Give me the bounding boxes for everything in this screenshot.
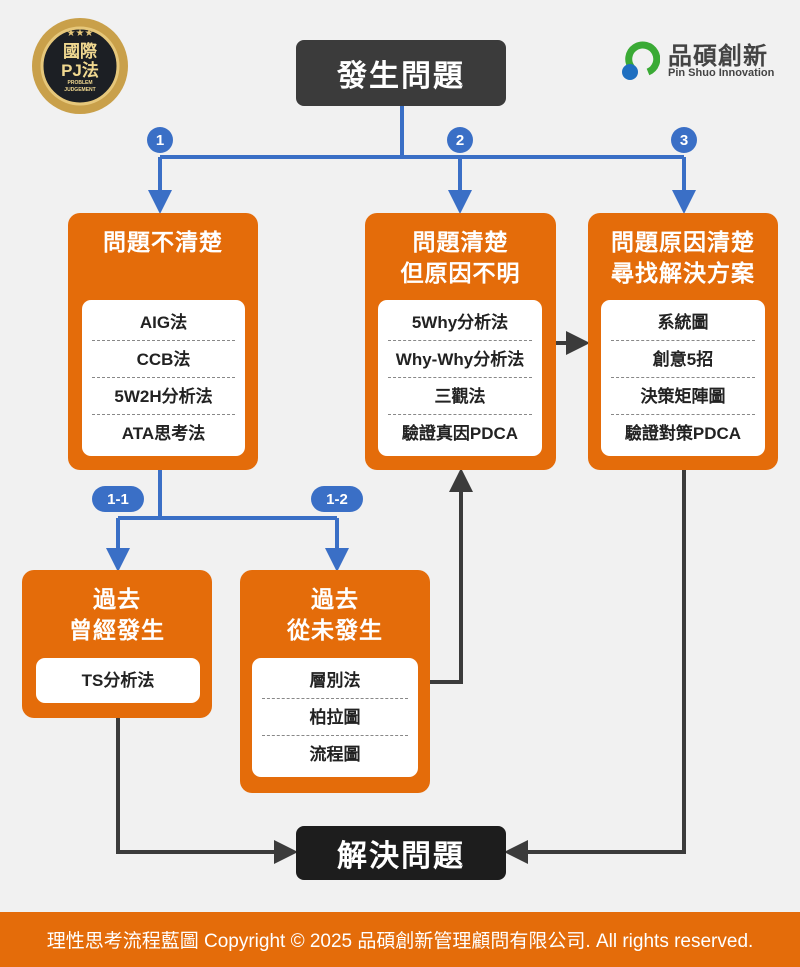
method-item: 5Why分析法	[388, 304, 532, 341]
method-list: TS分析法	[36, 658, 200, 703]
badge-sub: PROBLEM JUDGEMENT	[64, 80, 96, 93]
method-item: 柏拉圖	[262, 699, 408, 736]
logo-mark-icon	[622, 41, 660, 80]
box-cause-clear: 問題原因清楚尋找解決方案 系統圖創意5招決策矩陣圖驗證對策PDCA	[588, 213, 778, 470]
box-title: 從未發生	[287, 617, 383, 643]
method-item: 層別法	[262, 662, 408, 699]
method-item: Why-Why分析法	[388, 341, 532, 378]
method-item: 驗證對策PDCA	[624, 424, 742, 443]
company-logo: 品碩創新 Pin Shuo Innovation	[620, 36, 790, 84]
method-item: 系統圖	[611, 304, 755, 341]
start-box: 發生問題	[296, 40, 506, 106]
method-item: ATA思考法	[121, 424, 206, 443]
method-item: TS分析法	[81, 671, 155, 690]
box-title: 但原因不明	[400, 260, 521, 286]
footer: 理性思考流程藍圖 Copyright © 2025 品碩創新管理顧問有限公司. …	[0, 912, 800, 967]
method-list: 層別法柏拉圖流程圖	[252, 658, 418, 777]
method-item: CCB法	[92, 341, 235, 378]
box-title: 曾經發生	[69, 617, 165, 643]
method-item: 三觀法	[388, 378, 532, 415]
box-never-happened: 過去從未發生 層別法柏拉圖流程圖	[240, 570, 430, 793]
badge-line2: PJ法	[61, 61, 99, 80]
method-item: 5W2H分析法	[92, 378, 235, 415]
box-title: 問題原因清楚	[611, 229, 755, 255]
method-item: 決策矩陣圖	[611, 378, 755, 415]
box-happened-before: 過去曾經發生 TS分析法	[22, 570, 212, 718]
box-title: 過去	[311, 586, 359, 612]
badge-line1: 國際	[63, 42, 97, 61]
step-badge-1: 1	[147, 127, 173, 153]
box-title: 問題不清楚	[103, 229, 223, 255]
step-badge-1-2: 1-2	[311, 486, 363, 512]
method-item: 驗證真因PDCA	[401, 424, 519, 443]
step-badge-2: 2	[447, 127, 473, 153]
logo-english: Pin Shuo Innovation	[668, 67, 775, 79]
box-title: 過去	[93, 586, 141, 612]
box-title: 問題清楚	[412, 229, 509, 255]
method-item: 創意5招	[611, 341, 755, 378]
step-badge-1-1: 1-1	[92, 486, 144, 512]
method-item: AIG法	[92, 304, 235, 341]
end-box: 解決問題	[296, 826, 506, 880]
method-list: 系統圖創意5招決策矩陣圖驗證對策PDCA	[601, 300, 765, 456]
logo-name: 品碩創新	[668, 43, 768, 70]
box-title: 尋找解決方案	[611, 260, 755, 286]
step-badge-3: 3	[671, 127, 697, 153]
method-item: 流程圖	[309, 745, 361, 764]
svg-text:★★★: ★★★	[67, 28, 94, 39]
